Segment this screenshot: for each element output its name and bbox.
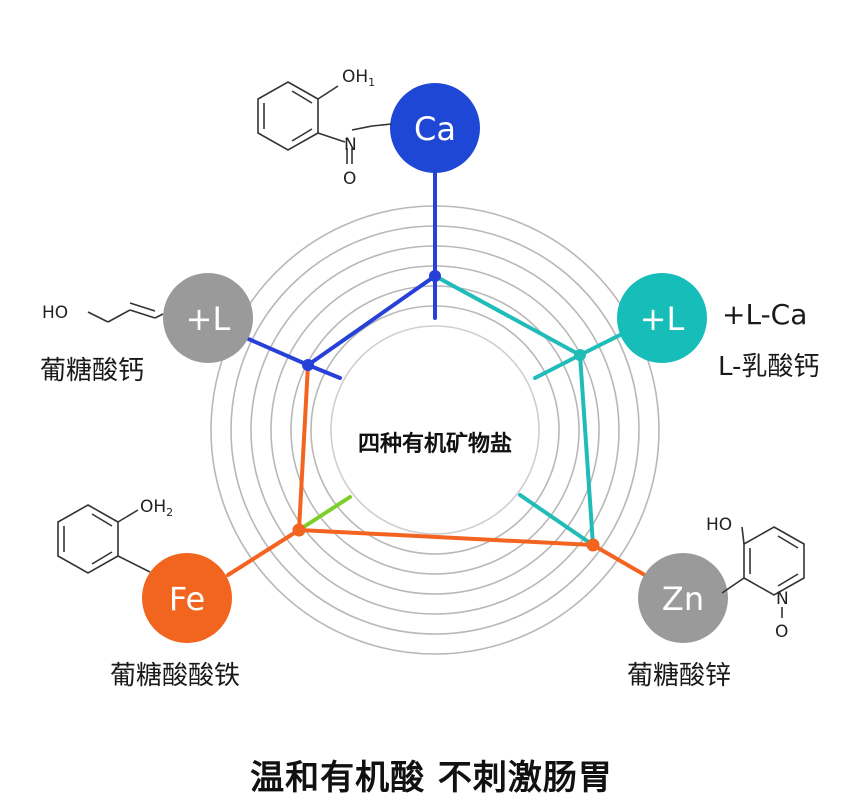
molecule-bottom-left [57, 504, 151, 574]
node-fe: Fe [142, 553, 232, 643]
green-line [297, 495, 352, 532]
fe-name: 葡糖酸酸铁 [110, 661, 241, 691]
bottom-left-oh-label: OH2 [140, 497, 173, 519]
node-l-left: +L [163, 273, 253, 363]
node-l-right: +L [617, 273, 707, 363]
caption: 温和有机酸 不刺激肠胃 [250, 758, 613, 798]
teal-line-inner [533, 353, 582, 380]
node-zn: Zn [638, 553, 728, 643]
zn-name: 葡糖酸锌 [627, 661, 732, 691]
node-ca: Ca [390, 83, 480, 173]
blue-line-left [306, 274, 437, 367]
l-right-symbol: +L [640, 300, 685, 338]
dot-right [574, 349, 586, 361]
junction-dots [292, 270, 600, 552]
orange-line-zn [591, 543, 652, 580]
bottom-right-n-label: N [776, 589, 789, 609]
zn-symbol: Zn [662, 580, 704, 618]
bottom-right-o-label: O [775, 622, 788, 642]
dot-left [302, 359, 314, 371]
l-left-name: 葡糖酸钙 [40, 356, 145, 386]
molecule-bottom-right [721, 526, 805, 618]
teal-line-down [578, 353, 595, 547]
top-o-label: O [343, 169, 356, 189]
dot-top [429, 270, 441, 282]
teal-line-diag [518, 493, 595, 547]
dot-bottom-right [586, 538, 600, 552]
l-right-name-bottom: L-乳酸钙 [718, 352, 820, 382]
teal-line-top [433, 274, 582, 357]
ca-symbol: Ca [414, 110, 456, 148]
left-ho-label: HO [42, 303, 68, 323]
bottom-right-ho-label: HO [706, 515, 732, 535]
l-left-symbol: +L [186, 300, 231, 338]
top-n-label: N [344, 135, 357, 155]
orange-line-bottom [297, 528, 595, 547]
molecule-left [87, 302, 164, 323]
dot-bottom-left [292, 523, 306, 537]
center-disc [330, 325, 540, 535]
l-right-name-top: +L-Ca [722, 298, 808, 331]
orange-line-left [297, 363, 310, 532]
fe-symbol: Fe [169, 580, 205, 618]
top-oh-label: OH1 [342, 67, 375, 89]
molecule-top [257, 81, 393, 164]
orange-line-fe [226, 528, 301, 577]
center-label: 四种有机矿物盐 [357, 432, 512, 457]
